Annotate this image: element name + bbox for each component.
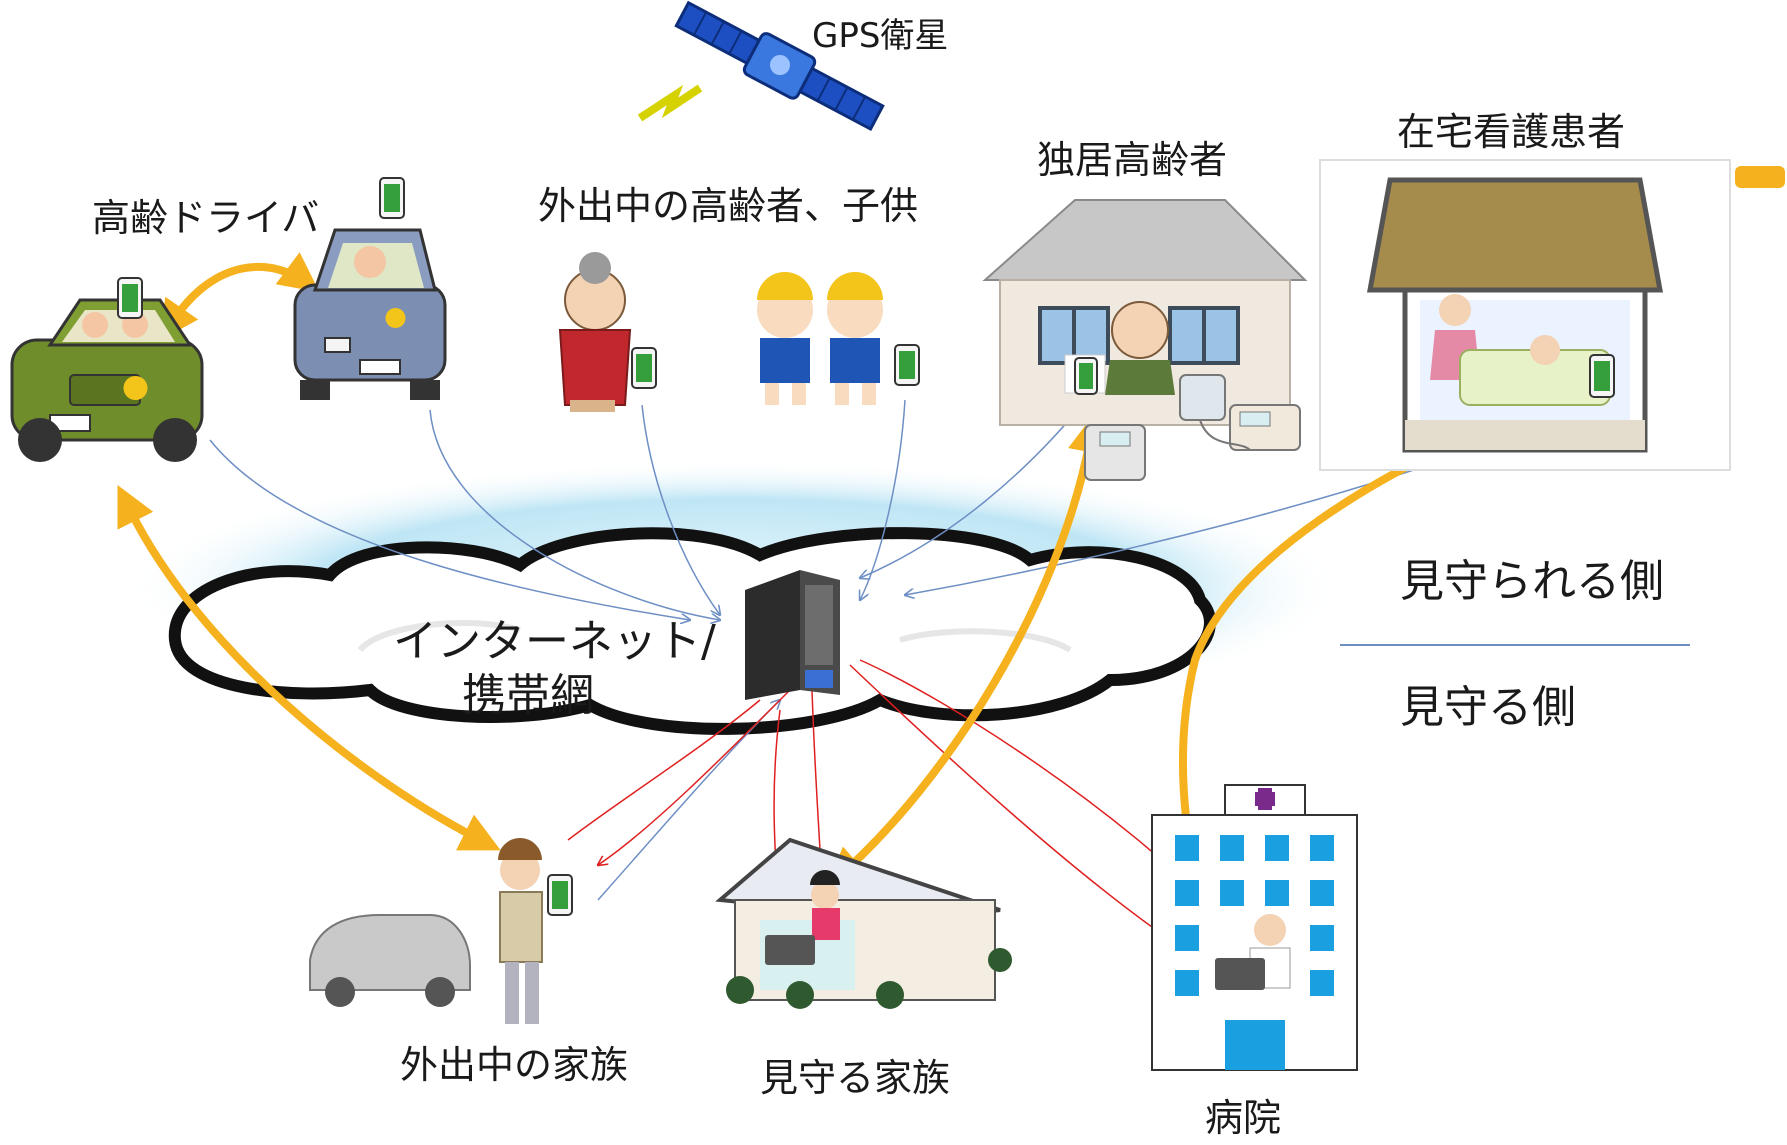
home-nursing-label: 在宅看護患者 xyxy=(1397,110,1626,154)
health-devices-icon xyxy=(1084,374,1301,481)
living-alone-label: 独居高齢者 xyxy=(1037,138,1228,182)
network-label-2: 携帯網 xyxy=(462,670,594,721)
family-out-label: 外出中の家族 xyxy=(400,1043,629,1087)
network-label: インターネット/ xyxy=(393,616,716,667)
hospital-label: 病院 xyxy=(1205,1096,1282,1140)
yellow-arrow-alone-family xyxy=(825,412,1108,888)
phone-icon xyxy=(379,177,405,219)
phone-icon xyxy=(1589,354,1615,398)
elderly-woman-icon xyxy=(558,252,632,412)
gps-satellite-icon xyxy=(637,0,885,132)
man-icon xyxy=(498,838,543,1024)
house-living-alone-icon xyxy=(982,199,1308,426)
server-icon xyxy=(745,570,840,700)
outing-label: 外出中の高齢者、子供 xyxy=(538,184,919,228)
pointing-hand-icon xyxy=(1735,166,1785,188)
blue-arrow-elderly xyxy=(641,404,720,615)
watching-side-label: 見守る側 xyxy=(1400,682,1576,733)
yellow-arrow-car-family xyxy=(117,484,501,851)
green-car-icon xyxy=(10,298,204,462)
family-car-icon xyxy=(309,914,471,1007)
yellow-arrow-drivers xyxy=(159,252,320,342)
family-house-icon xyxy=(715,837,1012,1009)
phone-icon xyxy=(894,344,920,386)
phone-icon xyxy=(631,347,657,389)
network-cloud xyxy=(125,460,1345,735)
home-nursing-box xyxy=(1319,159,1731,471)
phone-icon xyxy=(547,874,573,916)
blue-arrow-driver xyxy=(429,409,720,620)
elderly-driver-label: 高齢ドライバ xyxy=(92,196,320,240)
blue-car-icon xyxy=(293,228,447,400)
gps-label: GPS衛星 xyxy=(812,16,949,56)
hospital-icon xyxy=(1151,784,1358,1071)
red-arrow-family-out-1 xyxy=(567,699,761,841)
children-icon xyxy=(757,272,883,405)
red-arrow-family-out-2 xyxy=(598,689,791,865)
watched-side-label: 見守られる側 xyxy=(1400,556,1664,607)
watching-family-label: 見守る家族 xyxy=(760,1056,951,1100)
phone-icon xyxy=(1074,357,1098,395)
phone-icon xyxy=(117,277,143,319)
